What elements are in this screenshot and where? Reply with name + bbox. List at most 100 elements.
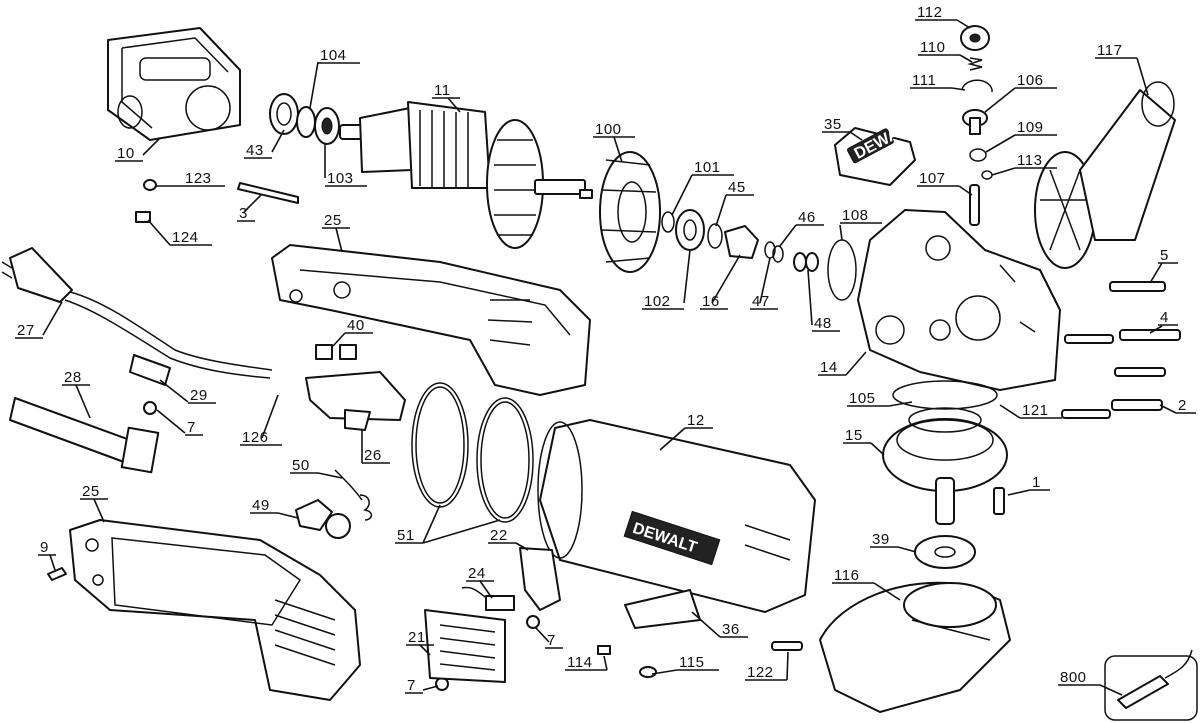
callout-label: 111 <box>912 72 936 89</box>
part-bearing-stack <box>269 93 340 145</box>
callout-123: 123 <box>156 170 225 187</box>
callout-label: 7 <box>547 632 556 649</box>
callout-7a: 7 <box>156 409 203 436</box>
callout-25a: 25 <box>322 212 350 253</box>
callout-2: 2 <box>1159 397 1196 414</box>
part-spindle-lock <box>960 25 993 226</box>
callout-label: 46 <box>798 209 816 226</box>
callout-leader-line <box>870 442 885 456</box>
callout-label: 10 <box>117 145 135 162</box>
part-side-handle <box>1034 81 1176 269</box>
callout-43: 43 <box>244 129 285 159</box>
callout-115: 115 <box>651 654 719 675</box>
callout-5: 5 <box>1149 247 1178 284</box>
callout-label: 50 <box>292 457 310 474</box>
callout-label: 22 <box>490 527 508 544</box>
part-o-rings <box>411 382 534 523</box>
callout-1: 1 <box>1007 474 1050 496</box>
callout-102: 102 <box>642 249 691 310</box>
callout-label: 1 <box>1032 474 1041 491</box>
callout-label: 114 <box>567 654 592 671</box>
callout-101: 101 <box>671 159 734 216</box>
part-washer-39 <box>914 535 976 569</box>
callout-800: 800 <box>1058 669 1123 696</box>
callout-leader-line <box>317 472 343 479</box>
callout-leader-line <box>515 542 529 551</box>
callout-label: 40 <box>347 317 365 334</box>
part-brush-49 <box>295 499 351 539</box>
callout-leader-line <box>779 224 797 247</box>
callout-105: 105 <box>847 390 913 407</box>
part-field-stator <box>107 27 241 141</box>
callout-label: 29 <box>190 387 208 404</box>
callout-label: 110 <box>920 39 945 56</box>
part-115 <box>639 666 657 678</box>
callout-leader-line <box>991 167 1016 176</box>
callout-leader-line <box>984 87 1016 113</box>
callout-label: 113 <box>1017 152 1042 169</box>
callout-leader-line <box>159 379 189 403</box>
callout-100: 100 <box>593 121 635 163</box>
callout-leader-line <box>422 504 441 544</box>
part-brush-24 <box>461 586 515 611</box>
callout-leader-line <box>951 87 966 91</box>
part-fan-baffle <box>599 151 661 273</box>
callout-label: 3 <box>239 205 248 222</box>
callout-label: 122 <box>747 664 774 681</box>
callout-leader-line <box>839 224 843 241</box>
callout-leader-line <box>243 193 263 213</box>
callout-leader-line <box>958 185 973 196</box>
callout-122: 122 <box>745 651 789 681</box>
callout-label: 35 <box>824 116 842 133</box>
callout-leader-line <box>261 394 279 439</box>
callout-leader-line <box>786 651 789 681</box>
callout-leader-line <box>888 401 913 407</box>
part-screw-3 <box>237 182 299 204</box>
part-switch <box>305 344 406 431</box>
callout-108: 108 <box>839 207 882 241</box>
callout-leader-line <box>691 611 721 638</box>
callout-label: 24 <box>468 565 486 582</box>
callout-48: 48 <box>807 269 840 332</box>
callout-15: 15 <box>843 427 885 456</box>
callout-50: 50 <box>290 457 343 479</box>
callout-leader-line <box>849 131 863 141</box>
callout-leader-line <box>309 61 319 109</box>
callout-10: 10 <box>115 137 161 162</box>
callout-leader-line <box>335 227 343 253</box>
callout-51: 51 <box>395 504 501 544</box>
callout-label: 2 <box>1178 397 1187 414</box>
part-screw-9 <box>47 567 67 581</box>
callout-leader-line <box>49 554 56 571</box>
callout-label: 15 <box>845 427 863 444</box>
callout-label: 112 <box>917 4 942 21</box>
callout-35: 35 <box>822 116 863 141</box>
callout-label: 117 <box>1097 42 1122 59</box>
callout-leader-line <box>271 129 285 153</box>
callout-107: 107 <box>917 170 973 196</box>
callout-36: 36 <box>691 611 748 638</box>
callout-label: 5 <box>1160 247 1169 264</box>
callout-leader-line <box>419 644 431 656</box>
callout-leader-line <box>873 582 901 601</box>
callout-label: 51 <box>397 527 415 544</box>
part-plate-29 <box>129 354 171 386</box>
callout-104: 104 <box>309 47 360 109</box>
callout-label: 109 <box>1017 119 1044 136</box>
callout-leader-line <box>671 174 693 216</box>
callout-26: 26 <box>361 430 390 464</box>
callout-14: 14 <box>818 351 867 376</box>
callout-16: 16 <box>700 254 741 310</box>
callout-label: 102 <box>644 293 671 310</box>
part-top-cap: DEWALT <box>834 117 918 186</box>
part-bearing-hardware <box>661 209 819 272</box>
callout-leader-line <box>422 519 501 544</box>
callout-leader-line <box>93 498 105 523</box>
callout-leader-line <box>75 384 91 419</box>
callout-45: 45 <box>715 179 754 227</box>
callout-leader-line <box>1149 325 1163 334</box>
part-housing-lower <box>69 519 361 701</box>
callout-leader-line <box>659 427 686 451</box>
callout-label: 103 <box>327 170 354 187</box>
callout-label: 48 <box>814 315 832 332</box>
